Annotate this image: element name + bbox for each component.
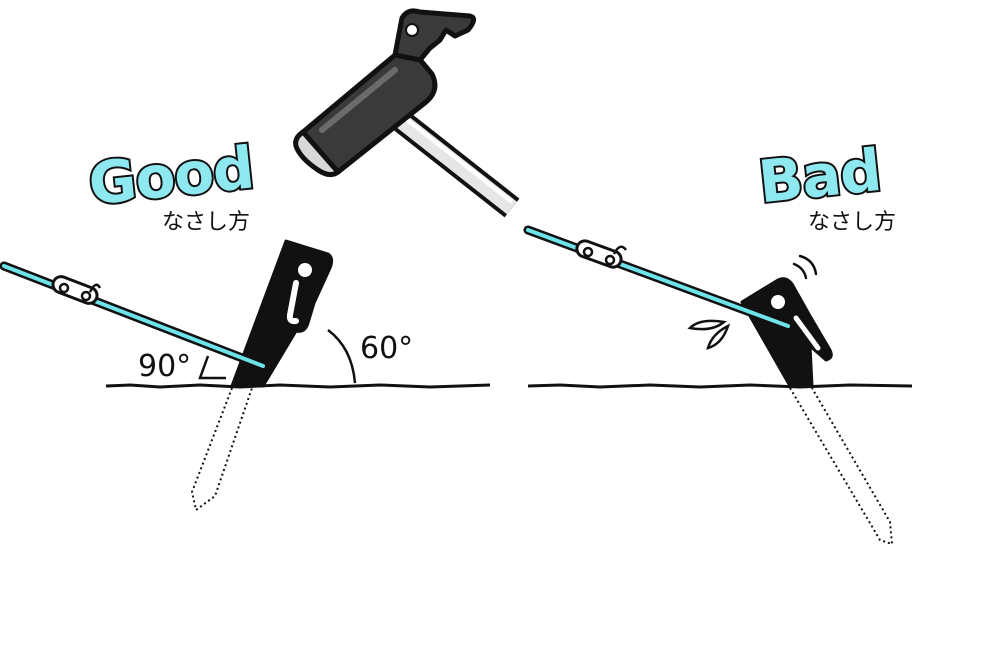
bad-title: Bad bbox=[755, 136, 883, 216]
ground-line bbox=[105, 383, 491, 389]
angle-60-label: 60° bbox=[360, 331, 413, 366]
bad-subtitle: なさし方 bbox=[808, 210, 896, 235]
guy-rope bbox=[523, 225, 793, 331]
good-subtitle: なさし方 bbox=[162, 210, 250, 235]
angle-arc bbox=[327, 329, 357, 384]
hammer-icon bbox=[293, 8, 520, 218]
tent-peg-icon bbox=[230, 239, 334, 388]
right-angle-mark bbox=[198, 355, 226, 380]
bad-section: Bad なさし方 bbox=[523, 134, 913, 546]
rope-tensioner-icon bbox=[51, 275, 102, 305]
buried-peg-outline bbox=[190, 387, 253, 512]
good-title: Good bbox=[86, 133, 257, 218]
rope-tensioner-icon bbox=[575, 239, 627, 269]
ground-line bbox=[527, 383, 913, 389]
tent-peg-icon bbox=[740, 277, 833, 388]
wobble-lines-icon bbox=[792, 254, 818, 280]
angle-90-label: 90° bbox=[138, 349, 191, 384]
guy-rope bbox=[0, 261, 268, 371]
buried-peg-outline bbox=[789, 387, 894, 546]
good-section: Good なさし方 90° 60° bbox=[0, 131, 491, 512]
sweat-drops-icon bbox=[687, 319, 731, 350]
